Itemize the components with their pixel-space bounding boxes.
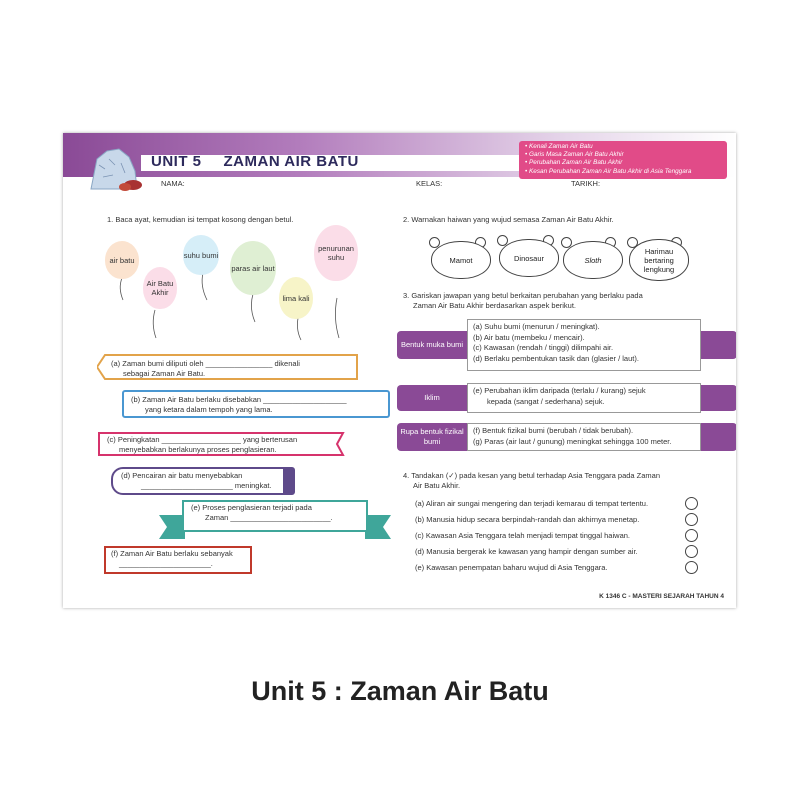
sentence-b: (b) Zaman Air Batu berlaku disebabkan __… — [125, 393, 387, 417]
q4-checkbox-d[interactable] — [685, 545, 698, 558]
sentence-e-line1: (e) Proses penglasieran terjadi pada — [191, 503, 312, 512]
animal-harimau-bertaring-lengkung[interactable]: Harimau bertaring lengkung — [629, 239, 689, 281]
strip-f-frame — [104, 546, 252, 574]
topic-item: • Kenali Zaman Air Batu — [525, 143, 593, 150]
strip-c-frame — [98, 432, 345, 456]
nama-label: NAMA: — [161, 179, 185, 188]
q3-instruction-line2: Zaman Air Batu Akhir berdasarkan aspek b… — [413, 301, 577, 310]
q4-item: (a) Aliran air sungai mengering dan terj… — [415, 499, 649, 508]
worksheet-page: UNIT 5 ZAMAN AIR BATU • Kenali Zaman Air … — [63, 133, 736, 608]
strip-d-frame — [111, 467, 295, 495]
aspect-answers-3: (f) Bentuk fizikal bumi (berubah / tidak… — [467, 423, 701, 451]
q1-instruction: 1. Baca ayat, kemudian isi tempat kosong… — [107, 215, 294, 224]
sentence-f-line2: ______________________. — [119, 559, 213, 568]
answer-line: (f) Bentuk fizikal bumi (berubah / tidak… — [473, 426, 634, 435]
q3-instruction-line1: 3. Gariskan jawapan yang betul berkaitan… — [403, 291, 643, 300]
aspect-label: Bentuk muka bumi — [400, 340, 464, 349]
animal-sloth[interactable]: Sloth — [563, 241, 623, 279]
balloon-paras-air-laut: paras air laut — [230, 241, 276, 295]
strip-a-frame — [97, 354, 358, 380]
sentence-d-line2: ______________________ meningkat. — [141, 481, 272, 490]
unit-name: ZAMAN AIR BATU — [223, 153, 359, 170]
aspect-label: Rupa bentuk fizikal bumi — [400, 427, 464, 446]
animal-dinosaur[interactable]: Dinosaur — [499, 239, 559, 277]
balloon-lima-kali: lima kali — [279, 277, 313, 319]
q4-checkbox-b[interactable] — [685, 513, 698, 526]
answer-line: (g) Paras (air laut / gunung) meningkat … — [473, 436, 672, 446]
q2-instruction: 2. Warnakan haiwan yang wujud semasa Zam… — [403, 215, 614, 224]
answer-line: (a) Suhu bumi (menurun / meningkat). — [473, 322, 600, 331]
strip-e-ribbon — [159, 500, 391, 539]
q4-item: (b) Manusia hidup secara berpindah-randa… — [415, 515, 640, 524]
sentence-c: (c) Peningkatan ___________________ yang… — [101, 433, 341, 457]
topic-item: • Perubahan Zaman Air Batu Akhir — [525, 159, 623, 167]
topics-box: • Kenali Zaman Air Batu • Garis Masa Zam… — [519, 141, 727, 179]
topic-item: • Kesan Perubahan Zaman Air Batu Akhir d… — [525, 167, 692, 175]
iceberg-illustration — [90, 148, 142, 191]
answer-line: (b) Air batu (membeku / mencair). — [473, 332, 585, 342]
student-info-bar: NAMA: KELAS: TARIKH: — [121, 179, 721, 189]
answer-line: kepada (sangat / sederhana) sejuk. — [487, 396, 605, 406]
sentence-d-line1: (d) Pencairan air batu menyebabkan — [121, 471, 243, 480]
sentence-e-line2: Zaman ________________________. — [205, 513, 333, 522]
answer-line: (d) Berlaku pembentukan tasik dan (glasi… — [473, 353, 639, 363]
q4-checkbox-e[interactable] — [685, 561, 698, 574]
balloon-air-batu-akhir: Air Batu Akhir — [143, 267, 177, 309]
page-footer: K 1346 C - MASTERI SEJARAH TAHUN 4 — [599, 593, 724, 600]
sentence-f-line1: (f) Zaman Air Batu berlaku sebanyak — [111, 549, 233, 558]
strip-d-bar — [283, 469, 293, 493]
q4-checkbox-a[interactable] — [685, 497, 698, 510]
strip-b-frame — [122, 390, 390, 418]
page-caption: Unit 5 : Zaman Air Batu — [251, 676, 549, 706]
sentence-e: (e) Proses penglasieran terjadi pada Zam… — [185, 501, 365, 525]
sentence-b-line2: yang ketara dalam tempoh yang lama. — [145, 405, 273, 414]
unit-title: UNIT 5 ZAMAN AIR BATU — [151, 153, 359, 170]
topic-item: • Garis Masa Zaman Air Batu Akhir — [525, 151, 624, 159]
animal-mamot[interactable]: Mamot — [431, 241, 491, 279]
animal-ear — [497, 235, 508, 246]
balloon-air-batu: air batu — [105, 241, 139, 279]
q4-item: (d) Manusia bergerak ke kawasan yang ham… — [415, 547, 638, 556]
balloon-suhu-bumi: suhu bumi — [183, 235, 219, 275]
sentence-b-line1: (b) Zaman Air Batu berlaku disebabkan __… — [131, 395, 347, 404]
q4-item: (c) Kawasan Asia Tenggara telah menjadi … — [415, 531, 630, 540]
balloon-penurunan-suhu: penurunan suhu — [314, 225, 358, 281]
sentence-f: (f) Zaman Air Batu berlaku sebanyak ____… — [105, 547, 249, 571]
kelas-label: KELAS: — [416, 179, 443, 188]
aspect-label: Iklim — [424, 393, 440, 402]
unit-label: UNIT 5 — [151, 153, 202, 170]
aspect-answers-2: (e) Perubahan iklim daripada (terlalu / … — [467, 383, 701, 413]
sentence-a-line1: (a) Zaman bumi diliputi oleh ___________… — [111, 359, 300, 368]
sentence-c-line2: menyebabkan berlakunya proses penglasier… — [119, 445, 277, 454]
header-title-bar — [141, 155, 571, 171]
sentence-a: (a) Zaman bumi diliputi oleh ___________… — [105, 357, 355, 381]
tarikh-label: TARIKH: — [571, 179, 601, 188]
q4-checkbox-c[interactable] — [685, 529, 698, 542]
animal-ear — [429, 237, 440, 248]
aspect-answers-1: (a) Suhu bumi (menurun / meningkat). (b)… — [467, 319, 701, 371]
sentence-d: (d) Pencairan air batu menyebabkan _____… — [115, 469, 291, 493]
sentence-c-line1: (c) Peningkatan ___________________ yang… — [107, 435, 298, 444]
answer-line: (c) Kawasan (rendah / tinggi) dilimpahi … — [473, 343, 614, 352]
answer-line: (e) Perubahan iklim daripada (terlalu / … — [473, 386, 646, 395]
animal-ear — [561, 237, 572, 248]
q4-instruction-line1: 4. Tandakan (✓) pada kesan yang betul te… — [403, 471, 661, 480]
q4-instruction-line2: Air Batu Akhir. — [413, 481, 461, 490]
q4-item: (e) Kawasan penempatan baharu wujud di A… — [415, 563, 608, 572]
sentence-a-line2: sebagai Zaman Air Batu. — [123, 369, 206, 378]
